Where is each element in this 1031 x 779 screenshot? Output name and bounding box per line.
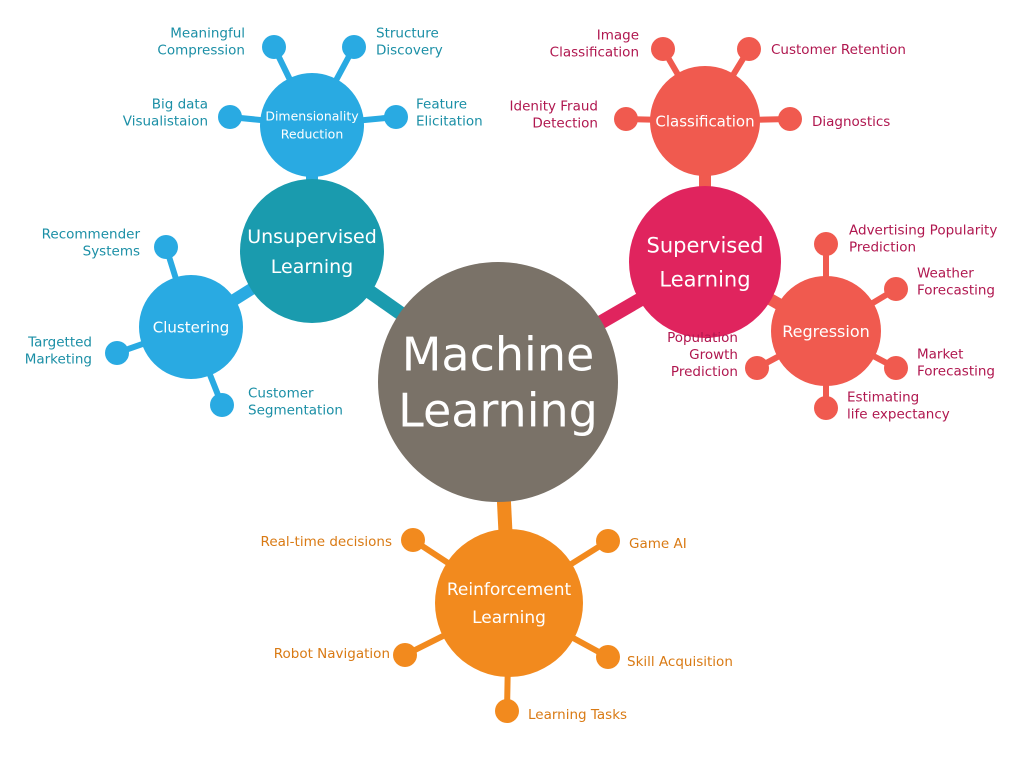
weather-forecasting-node	[884, 277, 908, 301]
structure-discovery-label-line-2: Discovery	[376, 43, 443, 59]
advertising-popularity-prediction-label-line-1: Advertising Popularity	[849, 223, 997, 239]
reinforcement-learning-label-line-1: Reinforcement	[447, 580, 572, 600]
targetted-marketing-node	[105, 341, 129, 365]
estimating-life-expectancy-label-line-1: Estimating	[847, 390, 919, 406]
clustering-label-line-1: Clustering	[153, 318, 229, 336]
reinforcement-learning-node	[435, 529, 583, 677]
skill-acquisition-node	[596, 645, 620, 669]
feature-elicitation-label-line-1: Feature	[416, 97, 467, 113]
customer-segmentation-node	[210, 393, 234, 417]
learning-tasks-label-line-1: Learning Tasks	[528, 707, 627, 723]
nodes	[105, 35, 908, 723]
identity-fraud-detection-node	[614, 107, 638, 131]
skill-acquisition-label-line-1: Skill Acquisition	[627, 654, 733, 670]
recommender-systems-label-line-2: Systems	[83, 244, 140, 260]
identity-fraud-detection-label-line-1: Idenity Fraud	[510, 99, 598, 115]
feature-elicitation-node	[384, 105, 408, 129]
dimensionality-reduction-node	[260, 73, 364, 177]
image-classification-label-line-1: Image	[597, 28, 639, 44]
clustering-node	[139, 275, 243, 379]
estimating-life-expectancy-label-line-2: life expectancy	[847, 407, 950, 423]
meaningful-compression-label-line-1: Meaningful	[170, 26, 245, 42]
dimensionality-reduction-label-line-1: Dimensionality	[265, 109, 359, 124]
real-time-decisions-node	[401, 528, 425, 552]
supervised-learning-node	[629, 186, 781, 338]
machine-learning-label-line-2: Learning	[398, 384, 598, 438]
image-classification-node	[651, 37, 675, 61]
supervised-learning-label-line-2: Learning	[659, 268, 750, 292]
population-growth-prediction-label-line-1: Population	[667, 330, 738, 346]
meaningful-compression-node	[262, 35, 286, 59]
market-forecasting-node	[884, 356, 908, 380]
recommender-systems-node	[154, 235, 178, 259]
image-classification-label-line-2: Classification	[550, 45, 639, 61]
big-data-visualisation-label-line-2: Visualistaion	[123, 114, 208, 130]
classification-node	[650, 66, 760, 176]
targetted-marketing-label-line-2: Marketing	[25, 352, 92, 368]
diagnostics-label-line-1: Diagnostics	[812, 114, 890, 130]
regression-label-line-1: Regression	[782, 322, 870, 341]
game-ai-label-line-1: Game AI	[629, 536, 687, 552]
reinforcement-learning-label-line-2: Learning	[472, 608, 546, 628]
big-data-visualisation-label-line-1: Big data	[152, 97, 208, 113]
feature-elicitation-label-line-2: Elicitation	[416, 114, 483, 130]
customer-retention-node	[737, 37, 761, 61]
unsupervised-learning-label-line-1: Unsupervised	[247, 226, 377, 248]
structure-discovery-node	[342, 35, 366, 59]
big-data-visualisation-node	[218, 105, 242, 129]
advertising-popularity-prediction-label-line-2: Prediction	[849, 240, 916, 256]
classification-label-line-1: Classification	[655, 112, 754, 130]
recommender-systems-label-line-1: Recommender	[42, 227, 141, 243]
real-time-decisions-label-line-1: Real-time decisions	[261, 534, 392, 550]
customer-segmentation-label-line-2: Segmentation	[248, 403, 343, 419]
population-growth-prediction-label-line-3: Prediction	[671, 364, 738, 380]
customer-segmentation-label-line-1: Customer	[248, 386, 314, 402]
supervised-learning-label-line-1: Supervised	[647, 234, 764, 258]
machine-learning-label-line-1: Machine	[402, 328, 595, 382]
estimating-life-expectancy-node	[814, 396, 838, 420]
regression-node	[771, 276, 881, 386]
robot-navigation-label-line-1: Robot Navigation	[274, 646, 390, 662]
game-ai-node	[596, 529, 620, 553]
unsupervised-learning-node	[240, 179, 384, 323]
population-growth-prediction-label-line-2: Growth	[689, 347, 738, 363]
diagnostics-node	[778, 107, 802, 131]
weather-forecasting-label-line-1: Weather	[917, 266, 974, 282]
unsupervised-learning-label-line-2: Learning	[271, 256, 354, 278]
structure-discovery-label-line-1: Structure	[376, 26, 439, 42]
customer-retention-label-line-1: Customer Retention	[771, 42, 906, 58]
identity-fraud-detection-label-line-2: Detection	[532, 116, 598, 132]
targetted-marketing-label-line-1: Targetted	[27, 335, 92, 351]
market-forecasting-label-line-1: Market	[917, 347, 963, 363]
market-forecasting-label-line-2: Forecasting	[917, 364, 995, 380]
learning-tasks-node	[495, 699, 519, 723]
machine-learning-node	[378, 262, 618, 502]
weather-forecasting-label-line-2: Forecasting	[917, 283, 995, 299]
dimensionality-reduction-label-line-2: Reduction	[281, 127, 344, 142]
population-growth-prediction-node	[745, 356, 769, 380]
advertising-popularity-prediction-node	[814, 232, 838, 256]
robot-navigation-node	[393, 643, 417, 667]
meaningful-compression-label-line-2: Compression	[157, 43, 245, 59]
